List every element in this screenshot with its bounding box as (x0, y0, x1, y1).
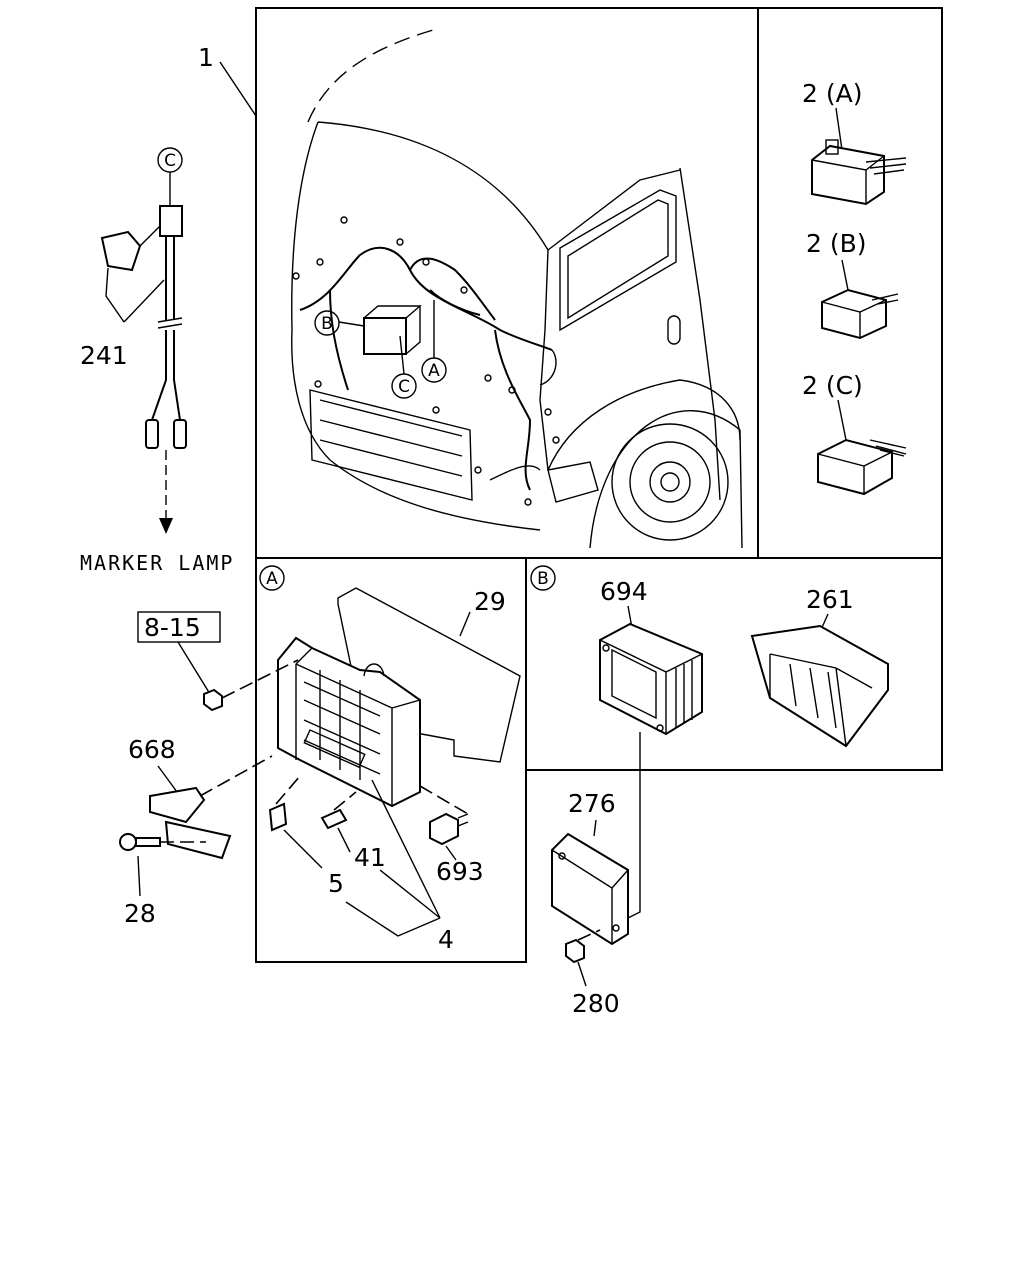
ref-8-15: 8-15 (137, 611, 299, 712)
svg-text:668: 668 (128, 735, 176, 764)
part-5-fuse: 5 (268, 775, 344, 898)
svg-text:694: 694 (600, 577, 648, 606)
part-4-leader: 4 (345, 779, 454, 954)
part-261-cover: 261 (750, 585, 889, 748)
truck-cab-illustration (291, 27, 743, 549)
part-694-module: 694 (599, 577, 703, 736)
svg-text:261: 261 (806, 585, 854, 614)
svg-text:29: 29 (474, 587, 506, 616)
part-41-fuse: 41 (320, 791, 386, 872)
svg-text:8-15: 8-15 (144, 613, 201, 642)
svg-text:28: 28 (124, 899, 156, 928)
fuse-box (277, 636, 421, 808)
svg-text:A: A (266, 569, 278, 589)
svg-text:C: C (164, 151, 176, 171)
svg-text:2 (A): 2 (A) (802, 79, 862, 108)
callout-a-main: A (421, 300, 447, 383)
svg-text:5: 5 (328, 869, 344, 898)
svg-text:693: 693 (436, 857, 484, 886)
marker-lamp-harness: C (100, 147, 187, 534)
part-28-bolt: 28 (119, 833, 206, 928)
part-280-nut: 280 (565, 929, 620, 1018)
part-276-ecu: 276 (551, 732, 641, 946)
part-1-label: 1 (198, 43, 257, 117)
svg-text:1: 1 (198, 43, 214, 72)
panel-frames (255, 7, 943, 963)
marker-lamp-label: MARKER LAMP (80, 551, 234, 575)
svg-text:41: 41 (354, 843, 386, 872)
svg-text:2 (C): 2 (C) (802, 371, 863, 400)
svg-text:276: 276 (568, 789, 616, 818)
callout-b-main: B (314, 310, 365, 336)
svg-text:A: A (428, 361, 440, 381)
relay-2c: 2 (C) (802, 371, 907, 496)
part-668-bracket: 668 (128, 735, 273, 860)
callout-c-main: C (391, 335, 417, 399)
svg-text:C: C (398, 377, 410, 397)
svg-text:4: 4 (438, 925, 454, 954)
relay-2b: 2 (B) (806, 229, 899, 340)
section-a-marker: A (259, 565, 285, 591)
svg-text:280: 280 (572, 989, 620, 1018)
part-693-relay: 693 (419, 785, 484, 886)
relay-2a: 2 (A) (802, 79, 907, 206)
svg-text:B: B (537, 569, 549, 589)
section-b-marker: B (530, 565, 556, 591)
svg-text:B: B (321, 314, 333, 334)
svg-text:2 (B): 2 (B) (806, 229, 867, 258)
part-241-label: 241 (80, 341, 128, 370)
